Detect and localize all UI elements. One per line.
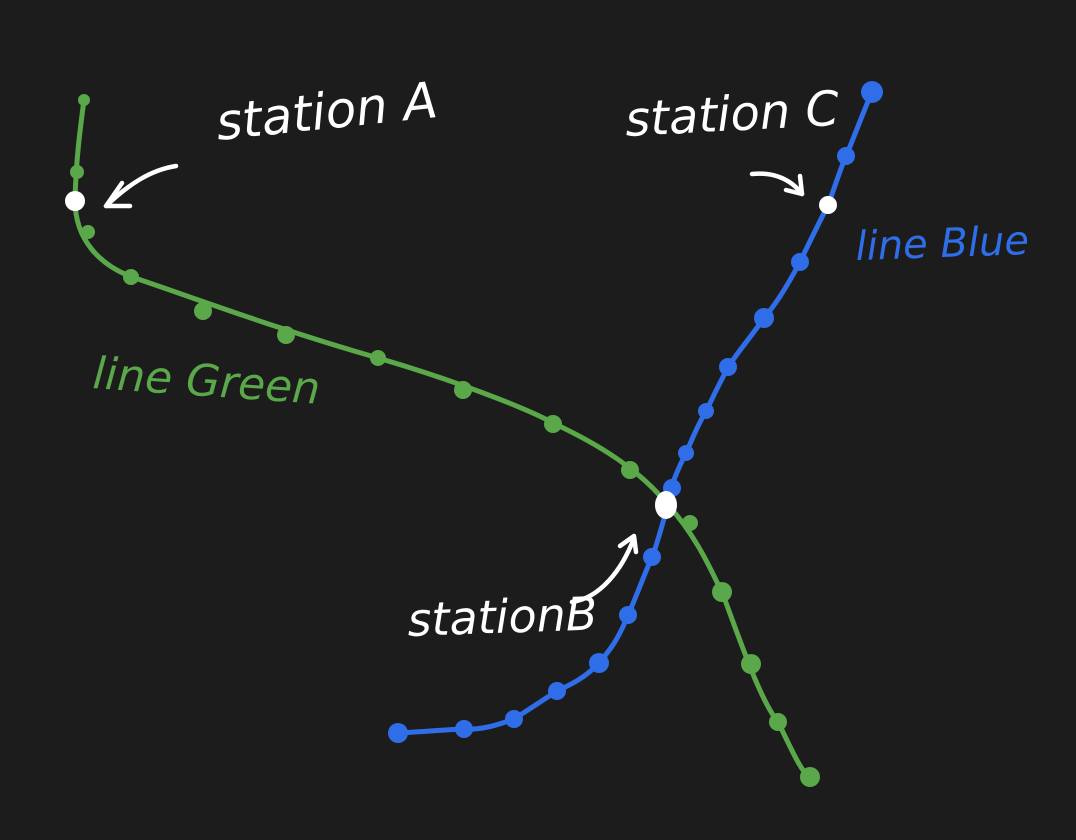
blue-stop[interactable] xyxy=(619,606,637,624)
blue-stop[interactable] xyxy=(861,81,883,103)
blue-stop[interactable] xyxy=(548,682,566,700)
station-c-marker[interactable] xyxy=(819,196,837,214)
green-stop[interactable] xyxy=(277,326,295,344)
green-stop[interactable] xyxy=(78,94,90,106)
blue-stop[interactable] xyxy=(719,358,737,376)
blue-stop[interactable] xyxy=(388,723,408,743)
station-b-label: stationB xyxy=(406,586,598,647)
blue-stop[interactable] xyxy=(455,720,473,738)
green-stop[interactable] xyxy=(741,654,761,674)
station-a-arrowhead-icon xyxy=(103,180,133,209)
blue-stop[interactable] xyxy=(678,445,694,461)
blue-line-stops xyxy=(388,81,883,743)
blue-line-track xyxy=(395,89,875,736)
green-stop[interactable] xyxy=(800,767,820,787)
blue-stop[interactable] xyxy=(505,710,523,728)
blue-stop[interactable] xyxy=(589,653,609,673)
pointer-arrows xyxy=(103,163,805,605)
green-stop[interactable] xyxy=(123,269,139,285)
blue-stop[interactable] xyxy=(837,147,855,165)
station-c-arrow-icon xyxy=(749,171,805,197)
green-stop[interactable] xyxy=(769,713,787,731)
station-c-label: station C xyxy=(624,81,841,148)
green-stop[interactable] xyxy=(370,350,386,366)
station-b-arrowhead-icon xyxy=(617,533,639,555)
green-stop[interactable] xyxy=(81,225,95,239)
green-stop[interactable] xyxy=(70,165,84,179)
blue-stop[interactable] xyxy=(698,403,714,419)
station-c-arrowhead-icon xyxy=(783,173,805,197)
green-stop[interactable] xyxy=(454,381,472,399)
stations xyxy=(65,191,837,519)
line-blue-label: line Blue xyxy=(855,218,1030,270)
blue-stop[interactable] xyxy=(791,253,809,271)
green-stop[interactable] xyxy=(682,515,698,531)
green-stop[interactable] xyxy=(544,415,562,433)
blue-stop[interactable] xyxy=(754,308,774,328)
green-line-stops xyxy=(70,94,820,787)
green-stop[interactable] xyxy=(621,461,639,479)
station-b-marker[interactable] xyxy=(655,491,677,519)
green-stop[interactable] xyxy=(194,302,212,320)
station-a-marker[interactable] xyxy=(65,191,85,211)
station-b-arrow-icon xyxy=(569,535,637,605)
green-stop[interactable] xyxy=(712,582,732,602)
blue-stop[interactable] xyxy=(643,548,661,566)
